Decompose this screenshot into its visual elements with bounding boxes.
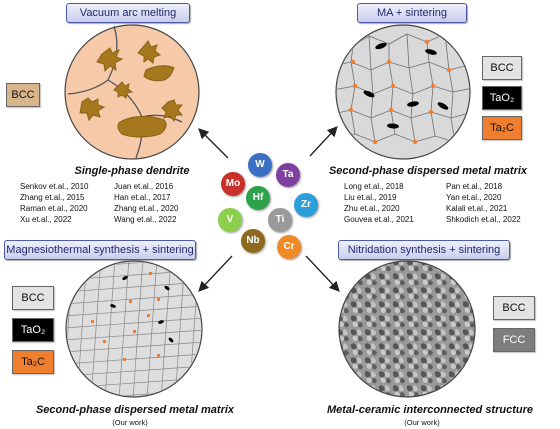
element-ti: Ti	[268, 208, 292, 232]
reference: Yan et.al., 2020	[446, 193, 502, 202]
references-col1: Senkov et.al., 2010 Zhang et.al., 2015 R…	[20, 181, 89, 225]
element-cr: Cr	[277, 235, 301, 259]
element-zr: Zr	[294, 193, 318, 217]
reference: Long et.al., 2018	[344, 182, 404, 191]
ta2c-legend-box: Ta₂C	[12, 350, 54, 374]
element-w: W	[248, 153, 272, 177]
references-col2: Juan et.al., 2016 Han et.al., 2017 Zhang…	[114, 181, 179, 225]
magnesiothermal-caption: Second-phase dispersed metal matrix	[35, 404, 235, 416]
reference: Juan et.al., 2016	[114, 182, 174, 191]
reference: Senkov et.al., 2010	[20, 182, 89, 191]
magnesiothermal-banner: Magnesiothermal synthesis + sintering	[4, 240, 196, 260]
arrow-bottom-left	[198, 255, 233, 292]
single-phase-dendrite-caption: Single-phase dendrite	[74, 165, 190, 177]
magnesiothermal-microstructure	[65, 260, 203, 398]
nitridation-microstructure	[338, 260, 476, 398]
bcc-legend-box: BCC	[482, 56, 522, 80]
bcc-legend-box: BCC	[12, 286, 54, 310]
ma-sintering-microstructure	[335, 24, 471, 160]
tao2-legend-box: TaO₂	[482, 86, 522, 110]
tao2-legend-box: TaO₂	[12, 318, 54, 342]
single-phase-dendrite-schematic	[64, 24, 200, 160]
references-col1: Long et.al., 2018 Liu et.al., 2019 Zhu e…	[344, 181, 414, 225]
vacuum-arc-melting-banner: Vacuum arc melting	[66, 3, 190, 23]
bcc-legend-box: BCC	[493, 296, 535, 320]
bcc-legend-box: BCC	[6, 83, 40, 107]
element-nb: Nb	[241, 229, 265, 253]
ma-sintering-banner: MA + sintering	[357, 3, 467, 23]
element-hf: Hf	[246, 186, 270, 210]
reference: Xu et.al., 2022	[20, 215, 72, 224]
nitridation-caption: Metal-ceramic interconnected structure	[326, 404, 533, 416]
ta2c-particles	[91, 272, 160, 361]
dendrite-cluster	[79, 40, 184, 138]
tao2-particles	[363, 42, 449, 129]
our-work-note: (Our work)	[112, 418, 148, 427]
reference: Pan et.al., 2018	[446, 182, 503, 191]
reference: Gouvea et.al., 2021	[344, 215, 414, 224]
our-work-note: (Our work)	[404, 418, 440, 427]
reference: Zhang et.al., 2020	[114, 204, 179, 213]
fcc-legend-box: FCC	[493, 328, 535, 352]
reference: Han et.al., 2017	[114, 193, 171, 202]
reference: Zhang et.al., 2015	[20, 193, 85, 202]
ta2c-particles	[348, 39, 452, 145]
reference: Kalali et.al., 2021	[446, 204, 508, 213]
reference: Zhu et.al., 2020	[344, 204, 400, 213]
element-mo: Mo	[221, 172, 245, 196]
nitridation-banner: Nitridation synthesis + sintering	[338, 240, 510, 260]
arrow-top-right	[309, 126, 338, 157]
element-v: V	[218, 208, 242, 232]
reference: Wang et.al., 2022	[114, 215, 177, 224]
references-col2: Pan et.al., 2018 Yan et.al., 2020 Kalali…	[446, 181, 521, 225]
ma-caption: Second-phase dispersed metal matrix	[328, 165, 528, 177]
reference: Liu et.al., 2019	[344, 193, 397, 202]
arrow-bottom-right	[305, 255, 340, 292]
tao2-particles	[110, 275, 174, 343]
element-ta: Ta	[276, 163, 300, 187]
arrow-top-left	[198, 128, 229, 159]
reference: Raman et.al., 2020	[20, 204, 88, 213]
reference: Shkodich et.al., 2022	[446, 215, 521, 224]
ta2c-legend-box: Ta₂C	[482, 116, 522, 140]
